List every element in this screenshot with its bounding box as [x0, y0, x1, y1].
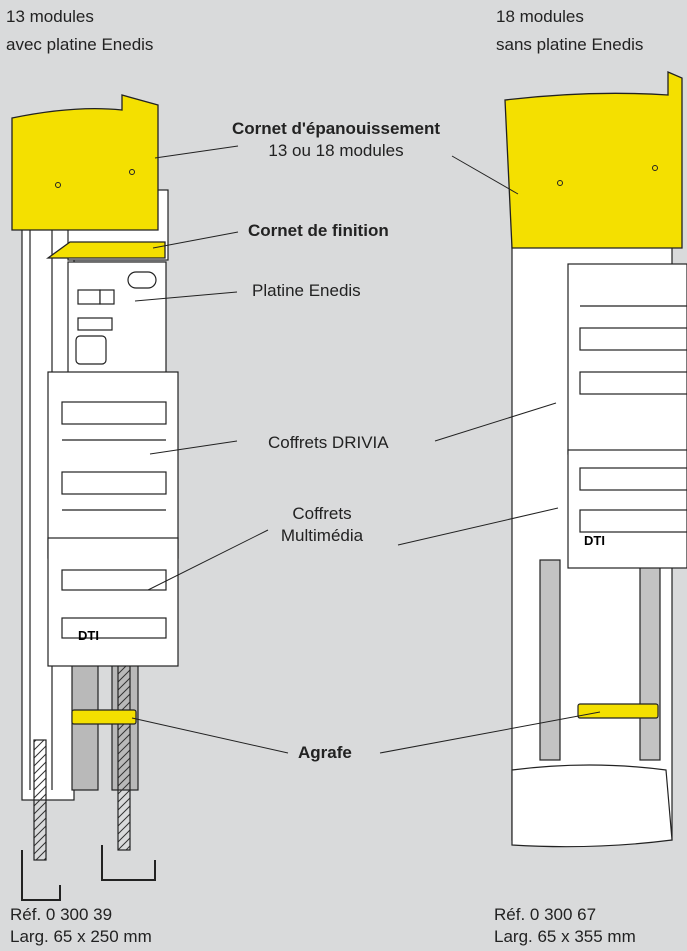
- left-dimensions: Larg. 65 x 250 mm: [10, 927, 152, 946]
- finishing-cornet: [46, 241, 166, 259]
- leader-drivia-left: [149, 440, 238, 455]
- leader-agrafe-left: [131, 717, 289, 754]
- platine-enedis-label: Platine Enedis: [252, 281, 361, 300]
- leader-multimedia-right: [397, 507, 559, 546]
- right-dti-mark: DTI: [584, 533, 605, 548]
- left-modules-count: 13 modules: [6, 7, 94, 26]
- leader-finition: [152, 231, 239, 249]
- leader-cornet-left: [154, 145, 239, 159]
- left-drivia-box: [47, 371, 179, 559]
- leader-multimedia-left: [147, 529, 269, 591]
- right-multimedia-box: [567, 449, 687, 569]
- right-modules-variant: sans platine Enedis: [496, 35, 644, 54]
- screw-hole: [557, 180, 563, 186]
- left-spread-cornet: [11, 94, 159, 231]
- left-multimedia-box: [47, 537, 179, 667]
- coffrets-multimedia-line1: Coffrets: [292, 504, 352, 523]
- screw-hole: [55, 182, 61, 188]
- leader-drivia-right: [434, 402, 557, 442]
- right-dimensions: Larg. 65 x 355 mm: [494, 927, 636, 946]
- left-dti-mark: DTI: [78, 628, 99, 643]
- right-lower-rail: [539, 559, 561, 761]
- screw-hole: [129, 169, 135, 175]
- leader-lines: [131, 145, 601, 754]
- screw-hole: [652, 165, 658, 171]
- left-clip: [71, 709, 137, 725]
- left-modules-variant: avec platine Enedis: [6, 35, 154, 54]
- coffrets-drivia-label: Coffrets DRIVIA: [268, 433, 389, 452]
- bottom-hook: [21, 850, 61, 901]
- right-clip: [577, 703, 659, 719]
- cornet-epanouissement-label: Cornet d'épanouissement: [231, 119, 441, 138]
- right-drivia-box: [567, 263, 687, 455]
- coffrets-multimedia-line2: Multimédia: [280, 526, 364, 545]
- agrafe-label: Agrafe: [298, 743, 352, 762]
- right-lower-rail-2: [639, 559, 661, 761]
- right-modules-count: 18 modules: [496, 7, 584, 26]
- leader-cornet-right: [451, 155, 519, 195]
- conduit-2: [117, 659, 131, 851]
- bottom-hook-2: [101, 845, 156, 881]
- right-bottom-cover: [511, 764, 673, 848]
- leader-agrafe-right: [379, 711, 601, 754]
- right-reference: Réf. 0 300 67: [494, 905, 597, 924]
- enedis-plate: [67, 261, 167, 389]
- cornet-epanouissement-sub: 13 ou 18 modules: [268, 141, 404, 160]
- cornet-finition-label: Cornet de finition: [248, 221, 389, 240]
- leader-platine: [134, 291, 238, 302]
- left-reference: Réf. 0 300 39: [10, 905, 113, 924]
- left-lower-rail: [71, 659, 99, 791]
- right-spread-cornet: [504, 71, 683, 249]
- conduit: [33, 739, 47, 861]
